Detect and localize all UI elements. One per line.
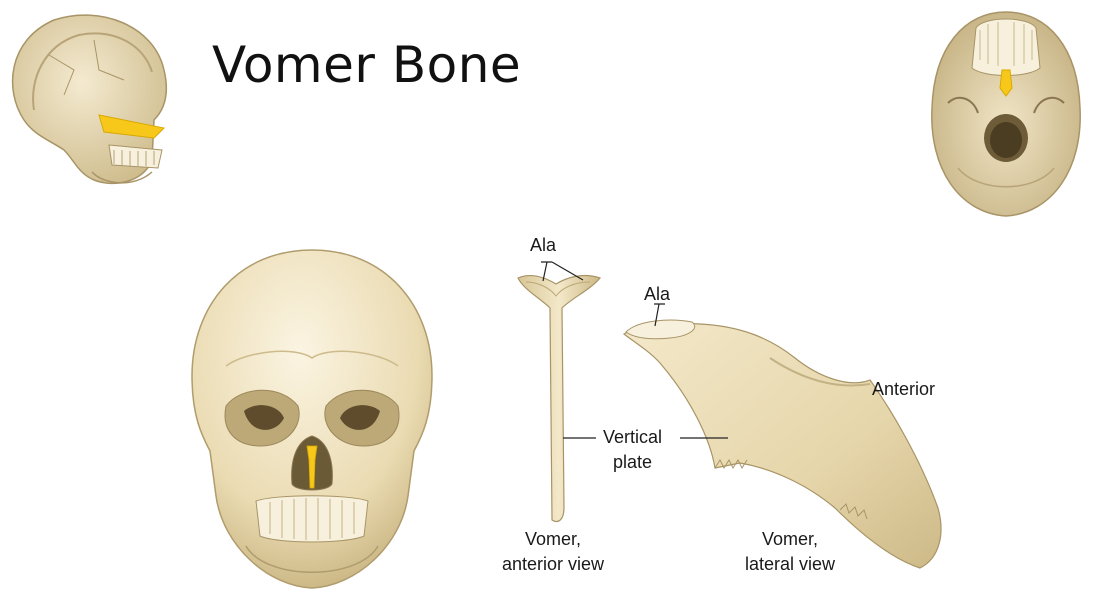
caption-lateral-line1: Vomer, — [762, 529, 819, 549]
caption-anterior-view: Vomer, anterior view — [502, 527, 604, 577]
vomer-anterior-view-illustration — [517, 274, 602, 523]
skull-anterior-view-illustration — [191, 249, 433, 589]
ala-anterior-leader — [541, 261, 584, 282]
slide-title: Vomer Bone — [212, 36, 522, 94]
skull-lateral-view-illustration — [11, 14, 168, 185]
ala-label-lateral-view: Ala — [644, 284, 671, 304]
skull-inferior-view-illustration — [931, 11, 1081, 217]
caption-anterior-line1: Vomer, — [525, 529, 582, 549]
anterior-label: Anterior — [872, 379, 936, 399]
vomer-lateral-view-illustration — [622, 319, 942, 569]
caption-anterior-line2: anterior view — [502, 554, 605, 574]
ala-lateral-leader — [654, 303, 665, 327]
vertical-plate-label: Vertical plate — [603, 425, 662, 475]
ala-label-anterior-view: Ala — [530, 235, 557, 255]
caption-lateral-view: Vomer, lateral view — [745, 527, 835, 577]
caption-lateral-line2: lateral view — [745, 554, 836, 574]
vertical-plate-label-line2: plate — [612, 452, 653, 472]
vertical-plate-label-line1: Vertical — [603, 427, 663, 447]
